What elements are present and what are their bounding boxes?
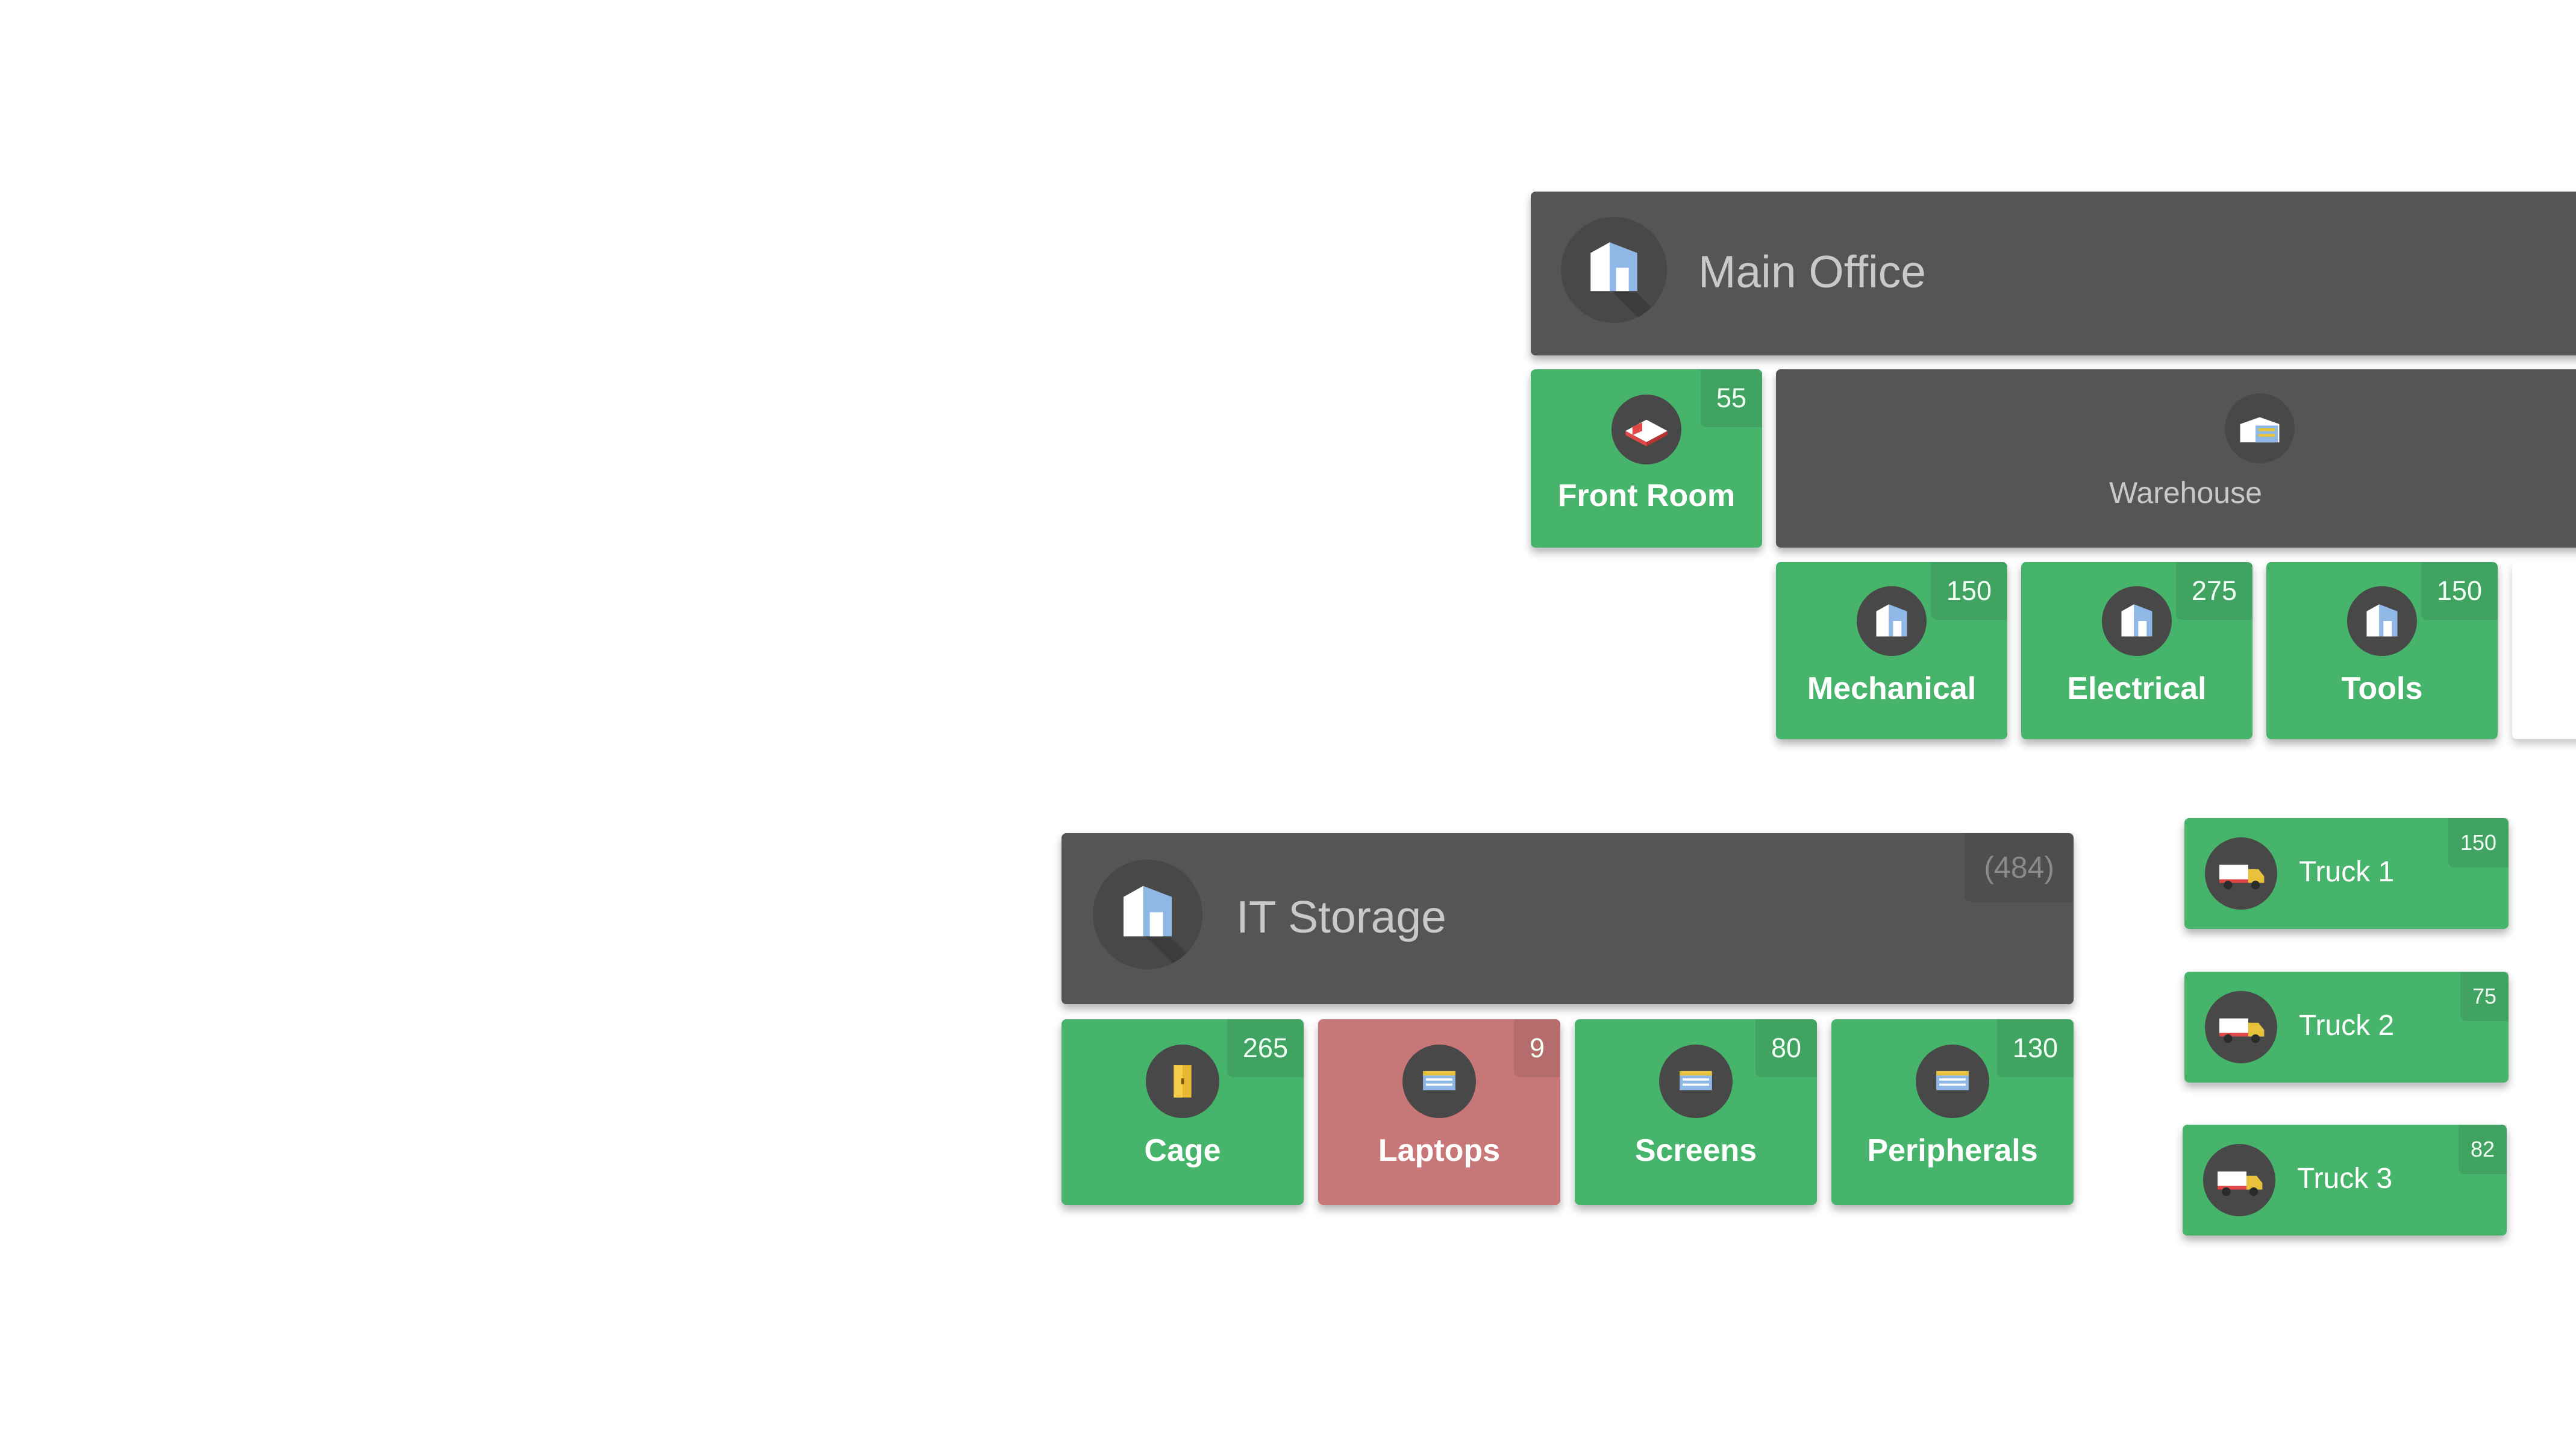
count-badge: 275 <box>2175 562 2252 620</box>
truck-tile-2[interactable]: 75 Truck 2 <box>2184 972 2509 1083</box>
truck-tile-1[interactable]: 150 Truck 1 <box>2184 818 2509 929</box>
truck-icon <box>2203 1144 2275 1216</box>
count-badge: 150 <box>1930 562 2007 620</box>
warehouse-panel[interactable]: Warehouse <box>1776 369 2576 548</box>
location-tile-tools[interactable]: 150 Tools <box>2266 562 2498 739</box>
main-office-panel[interactable]: Main Office <box>1531 192 2576 355</box>
building-icon <box>1857 586 1927 656</box>
building-icon <box>1561 217 1667 323</box>
device-rack-icon <box>1659 1045 1733 1118</box>
count-badge: 9 <box>1513 1019 1560 1077</box>
truck-label: Truck 2 <box>2299 1010 2395 1042</box>
panel-title: Main Office <box>1698 246 1926 297</box>
it-storage-panel[interactable]: IT Storage (484) <box>1061 833 2074 1004</box>
panel-title: Warehouse <box>2109 476 2262 510</box>
location-tile-screens[interactable]: 80 Screens <box>1575 1019 1817 1205</box>
truck-tile-3[interactable]: 82 Truck 3 <box>2183 1125 2507 1236</box>
count-badge: 130 <box>1996 1019 2074 1077</box>
count-badge: 55 <box>1700 369 1762 427</box>
location-tile-mechanical[interactable]: 150 Mechanical <box>1776 562 2007 739</box>
building-icon <box>2102 586 2172 656</box>
truck-icon <box>2205 991 2277 1063</box>
location-tile-front-room[interactable]: 55 Front Room <box>1531 369 1762 548</box>
truck-icon <box>2205 837 2277 910</box>
location-tile-electrical[interactable]: 275 Electrical <box>2021 562 2252 739</box>
count-badge: 150 <box>2421 562 2498 620</box>
tile-label: Tools <box>2341 671 2423 706</box>
panel-title: IT Storage <box>1236 892 1446 942</box>
count-badge: 80 <box>1755 1019 1817 1077</box>
building-icon <box>2347 586 2417 656</box>
warehouse-icon <box>2225 393 2295 463</box>
tile-label: Cage <box>1144 1133 1221 1168</box>
count-badge: 150 <box>2448 818 2509 867</box>
door-icon <box>1146 1045 1219 1118</box>
truck-label: Truck 1 <box>2299 856 2395 888</box>
count-badge: 82 <box>2458 1125 2507 1174</box>
building-icon <box>1093 860 1202 969</box>
total-count-badge: (484) <box>1965 833 2074 902</box>
tile-label: Mechanical <box>1807 671 1977 706</box>
room-icon <box>1612 395 1681 464</box>
tile-label: Front Room <box>1557 478 1736 513</box>
location-tile-cage[interactable]: 265 Cage <box>1061 1019 1304 1205</box>
tile-label: Screens <box>1634 1133 1757 1168</box>
location-tile-partial[interactable] <box>2512 562 2576 739</box>
device-rack-icon <box>1402 1045 1476 1118</box>
device-rack-icon <box>1916 1045 1989 1118</box>
location-tile-laptops[interactable]: 9 Laptops <box>1318 1019 1560 1205</box>
count-badge: 265 <box>1227 1019 1304 1077</box>
location-tile-peripherals[interactable]: 130 Peripherals <box>1831 1019 2074 1205</box>
truck-label: Truck 3 <box>2297 1163 2393 1195</box>
tile-label: Peripherals <box>1867 1133 2038 1168</box>
tile-label: Laptops <box>1378 1133 1501 1168</box>
count-badge: 75 <box>2460 972 2509 1021</box>
tile-label: Electrical <box>2067 671 2207 706</box>
